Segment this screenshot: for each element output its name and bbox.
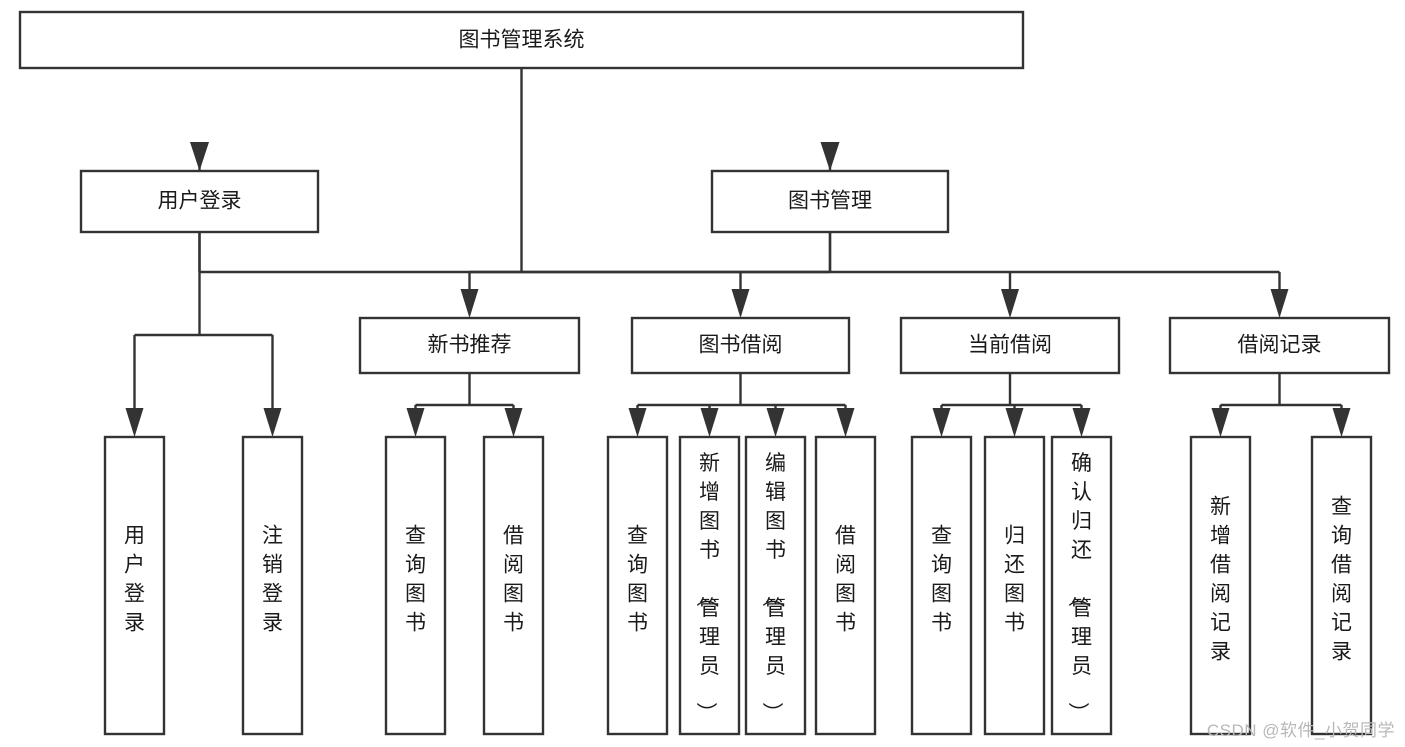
node-leaf-borrow-book-label: 借阅图书 [835, 525, 856, 635]
arrow-to-leaf-6 [766, 408, 785, 437]
node-new-book-rec[interactable]: 新书推荐 [358, 316, 581, 375]
node-leaf-search-borrow-record-box[interactable] [1310, 435, 1373, 736]
arrow-to-leaf-0 [125, 408, 144, 437]
node-leaf-confirm-return-admin[interactable]: 确认归还（管理员） [1050, 435, 1113, 736]
node-leaf-add-book-admin-box[interactable] [678, 435, 741, 736]
arrow-to-leaf-3 [504, 408, 523, 437]
node-leaf-return-book-box[interactable] [983, 435, 1046, 736]
node-book-borrow[interactable]: 图书借阅 [630, 316, 851, 375]
arrow-to-leaf-1 [263, 408, 282, 437]
node-leaf-add-borrow-record-box[interactable] [1189, 435, 1252, 736]
node-layer: 图书管理系统 用户登录 图书管理 新书推荐 图书借阅 当前 [18, 10, 1391, 736]
node-root-label: 图书管理系统 [459, 29, 585, 52]
node-book-manage[interactable]: 图书管理 [710, 169, 950, 234]
node-leaf-borrow-book-rec-box[interactable] [482, 435, 545, 736]
node-leaf-user-login-label: 用户登录 [124, 525, 145, 635]
node-new-book-rec-box[interactable] [358, 316, 581, 375]
node-root-box[interactable] [18, 10, 1025, 70]
node-leaf-logout-box[interactable] [241, 435, 304, 736]
node-user-login-label: 用户登录 [158, 190, 242, 213]
node-leaf-search-book-current-label: 查询图书 [931, 525, 952, 635]
node-borrow-record-box[interactable] [1168, 316, 1391, 375]
node-book-borrow-label: 图书借阅 [699, 334, 783, 357]
node-leaf-search-book-borrow-box[interactable] [606, 435, 669, 736]
node-leaf-borrow-book-box[interactable] [814, 435, 877, 736]
node-leaf-edit-book-admin-box[interactable] [744, 435, 807, 736]
arrow-to-l3-1 [731, 289, 750, 318]
node-leaf-logout-label: 注销登录 [262, 525, 283, 635]
node-leaf-add-borrow-record-label: 新增借阅记录 [1210, 496, 1231, 664]
node-leaf-search-book-rec-label: 查询图书 [405, 525, 426, 635]
node-leaf-search-book-current[interactable]: 查询图书 [910, 435, 973, 736]
arrow-to-l3-3 [1270, 289, 1289, 318]
node-leaf-confirm-return-admin-label: 确认归还（管理员） [1066, 452, 1092, 723]
node-leaf-logout[interactable]: 注销登录 [241, 435, 304, 736]
arrow-to-leaf-7 [836, 408, 855, 437]
node-leaf-search-book-current-box[interactable] [910, 435, 973, 736]
node-leaf-search-book-rec[interactable]: 查询图书 [384, 435, 447, 736]
node-leaf-return-book-label: 归还图书 [1004, 525, 1025, 635]
arrow-to-leaf-2 [406, 408, 425, 437]
node-current-borrow[interactable]: 当前借阅 [899, 316, 1121, 375]
node-leaf-borrow-book[interactable]: 借阅图书 [814, 435, 877, 736]
arrow-to-leaf-8 [932, 408, 951, 437]
node-leaf-edit-book-admin[interactable]: 编辑图书（管理员） [744, 435, 807, 736]
arrow-to-l3-0 [460, 289, 479, 318]
node-borrow-record-label: 借阅记录 [1238, 334, 1322, 357]
node-root[interactable]: 图书管理系统 [18, 10, 1025, 70]
arrow-to-book-manage [820, 142, 840, 171]
node-leaf-confirm-return-admin-box[interactable] [1050, 435, 1113, 736]
node-leaf-return-book[interactable]: 归还图书 [983, 435, 1046, 736]
arrow-to-leaf-10 [1072, 408, 1091, 437]
node-leaf-user-login[interactable]: 用户登录 [103, 435, 166, 736]
node-leaf-borrow-book-rec-label: 借阅图书 [503, 525, 524, 635]
node-leaf-add-borrow-record[interactable]: 新增借阅记录 [1189, 435, 1252, 736]
node-leaf-edit-book-admin-label: 编辑图书（管理员） [760, 452, 786, 723]
node-leaf-user-login-box[interactable] [103, 435, 166, 736]
node-leaf-search-book-borrow-label: 查询图书 [627, 525, 648, 635]
node-leaf-search-book-borrow[interactable]: 查询图书 [606, 435, 669, 736]
edge-layer [125, 68, 1351, 437]
arrow-to-leaf-12 [1332, 408, 1351, 437]
arrow-to-leaf-5 [700, 408, 719, 437]
node-new-book-rec-label: 新书推荐 [428, 334, 512, 357]
node-leaf-search-borrow-record-label: 查询借阅记录 [1331, 496, 1352, 664]
arrow-to-leaf-9 [1005, 408, 1024, 437]
node-leaf-borrow-book-rec[interactable]: 借阅图书 [482, 435, 545, 736]
node-user-login[interactable]: 用户登录 [79, 169, 320, 234]
node-borrow-record[interactable]: 借阅记录 [1168, 316, 1391, 375]
node-leaf-add-book-admin-label: 新增图书（管理员） [694, 452, 720, 723]
node-book-manage-box[interactable] [710, 169, 950, 234]
arrow-to-user-login [190, 142, 209, 171]
node-leaf-search-book-rec-box[interactable] [384, 435, 447, 736]
node-current-borrow-label: 当前借阅 [968, 334, 1052, 357]
arrow-to-leaf-11 [1211, 408, 1230, 437]
node-leaf-add-book-admin[interactable]: 新增图书（管理员） [678, 435, 741, 736]
node-book-borrow-box[interactable] [630, 316, 851, 375]
node-current-borrow-box[interactable] [899, 316, 1121, 375]
node-leaf-search-borrow-record[interactable]: 查询借阅记录 [1310, 435, 1373, 736]
node-book-manage-label: 图书管理 [788, 190, 872, 213]
arrow-to-leaf-4 [628, 408, 647, 437]
arrow-to-l3-2 [1001, 289, 1019, 318]
node-user-login-box[interactable] [79, 169, 320, 234]
